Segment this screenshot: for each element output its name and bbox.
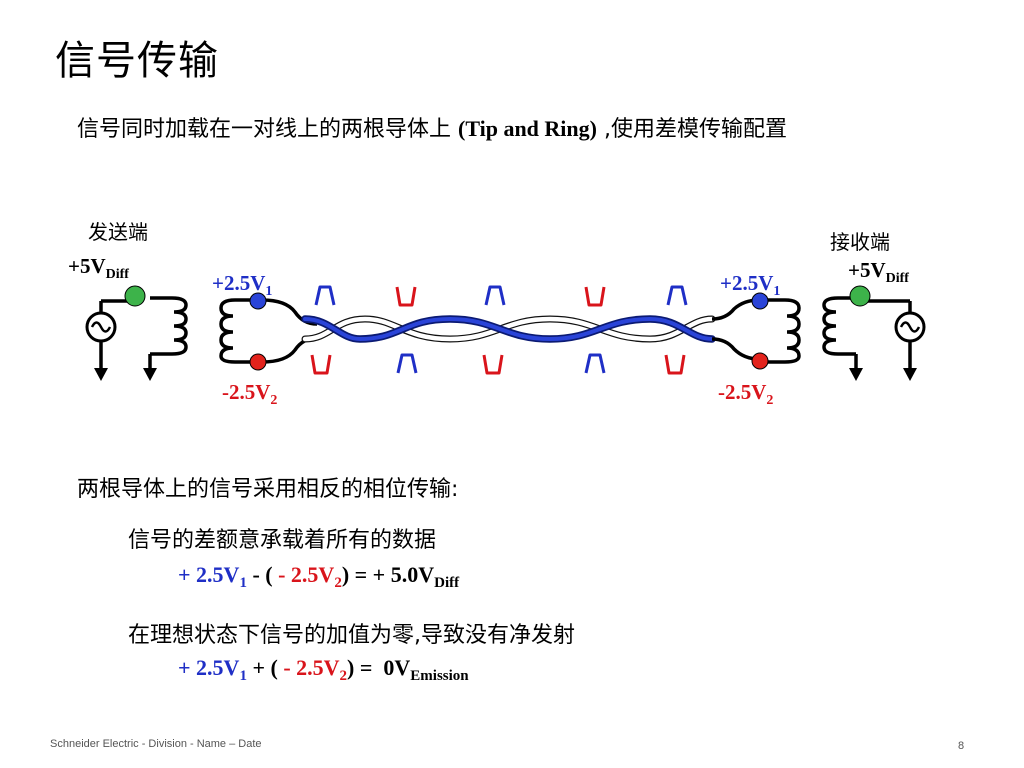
receiver-ac-sine [899, 321, 921, 333]
sender-supply-node [124, 285, 146, 307]
receiver-plus-node [751, 292, 769, 310]
eq1-term-a-sub: 1 [239, 575, 247, 591]
pulse-top-2 [395, 286, 417, 307]
receiver-label: 接收端 [830, 230, 890, 254]
receiver-secondary-coil [822, 296, 839, 356]
sender-secondary-coil [219, 298, 255, 364]
sender-plus-sub: 1 [265, 284, 273, 299]
eq2-term-b: - 2.5V [283, 655, 340, 680]
sender-label: 发送端 [88, 220, 148, 244]
receiver-ground-arrows [849, 368, 917, 381]
eq2-term-a: + 2.5V [178, 655, 240, 680]
eq2-term-b-sub: 2 [339, 668, 348, 684]
eq1-term-b-sub: 2 [334, 575, 342, 591]
eq1-term-a: + 2.5V [178, 562, 240, 587]
intro-pre: 信号同时加载在一对线上的两根导体上 [77, 117, 458, 142]
pulse-bottom-4 [584, 353, 606, 374]
equation-difference: + 2.5V1 - ( - 2.5V2) = + 5.0VDiff [178, 562, 459, 592]
eq1-result-sub: Diff [434, 575, 460, 591]
sender-supply-sub: Diff [105, 267, 129, 282]
receiver-plus-value: +2.5V [720, 271, 774, 295]
sender-ground-arrows [94, 368, 157, 381]
pulse-bottom-3 [482, 354, 504, 375]
point-difference: 信号的差额意承载着所有的数据 [128, 528, 437, 553]
sender-minus-node [249, 353, 267, 371]
eq1-operator: - ( [246, 562, 279, 587]
pulse-top-5 [666, 285, 688, 306]
receiver-supply-value: +5V [848, 258, 886, 282]
intro-tip-ring: (Tip and Ring) [458, 116, 597, 141]
eq2-result-sub: Emission [410, 668, 469, 684]
pulse-bottom-2 [396, 353, 418, 374]
sender-primary-coil [171, 296, 188, 356]
page-number: 8 [958, 740, 965, 752]
sender-plus-voltage: +2.5V1 [212, 271, 272, 300]
sender-minus-value: -2.5V [222, 380, 271, 404]
eq2-term-a-sub: 1 [239, 668, 247, 684]
receiver-minus-value: -2.5V [718, 380, 767, 404]
receiver-minus-sub: 2 [766, 393, 774, 408]
sender-ac-sine [90, 321, 112, 333]
receiver-plus-sub: 1 [773, 284, 781, 299]
section-heading: 两根导体上的信号采用相反的相位传输: [77, 477, 459, 502]
twisted-pair [301, 315, 716, 343]
receiver-supply-node [849, 285, 871, 307]
eq1-term-b: - 2.5V [278, 562, 335, 587]
pulse-markers-bottom [310, 353, 686, 375]
sender-minus-sub: 2 [270, 393, 278, 408]
eq1-result: ) = + 5.0V [341, 562, 435, 587]
pulse-top-1 [314, 285, 336, 306]
receiver-supply-sub: Diff [885, 271, 909, 286]
intro-post: ,使用差模传输配置 [596, 117, 787, 142]
sender-plus-value: +2.5V [212, 271, 266, 295]
receiver-minus-voltage: -2.5V2 [718, 380, 773, 409]
point-sum: 在理想状态下信号的加值为零,导致没有净发射 [128, 623, 575, 648]
equation-sum: + 2.5V1 + ( - 2.5V2) = 0VEmission [178, 655, 469, 685]
slide-title: 信号传输 [55, 38, 219, 84]
receiver-circuit [711, 296, 926, 370]
pulse-bottom-1 [310, 354, 332, 375]
pulse-bottom-5 [664, 354, 686, 375]
intro-text: 信号同时加载在一对线上的两根导体上 (Tip and Ring) ,使用差模传输… [77, 112, 957, 147]
sender-plus-node [249, 292, 267, 310]
receiver-supply-voltage: +5VDiff [848, 258, 909, 287]
eq2-result: ) = 0V [347, 655, 411, 680]
receiver-plus-voltage: +2.5V1 [720, 271, 780, 300]
eq2-operator: + ( [246, 655, 284, 680]
sender-minus-voltage: -2.5V2 [222, 380, 277, 409]
pulse-top-4 [584, 286, 606, 307]
receiver-primary-coil [765, 298, 801, 364]
footer-text: Schneider Electric - Division - Name – D… [50, 738, 262, 750]
sender-supply-voltage: +5VDiff [68, 254, 129, 283]
pulse-top-3 [484, 285, 506, 306]
pulse-markers-top [314, 285, 688, 307]
receiver-minus-node [751, 352, 769, 370]
sender-supply-value: +5V [68, 254, 106, 278]
sender-circuit [85, 296, 318, 370]
